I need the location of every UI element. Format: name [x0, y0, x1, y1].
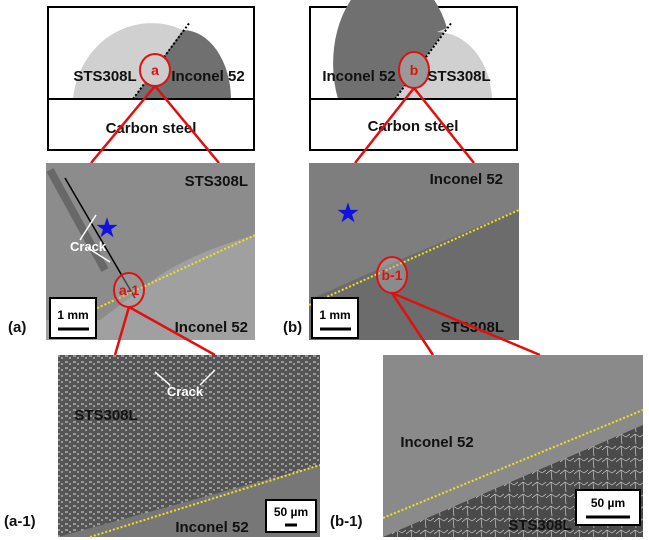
scale-bar: [49, 297, 97, 339]
crack-label: Crack: [167, 384, 204, 399]
schematic-a: a STS308L Inconel 52 Carbon steel: [47, 6, 255, 151]
bottom-material: STS308L: [508, 517, 571, 534]
top-material: Inconel 52: [430, 171, 503, 188]
base-material: Carbon steel: [368, 118, 459, 135]
top-material: STS308L: [185, 173, 248, 190]
fusion-boundary: [308, 209, 520, 306]
schematic-b: b Inconel 52 STS308L Carbon steel: [309, 0, 518, 151]
left-material: Inconel 52: [322, 68, 395, 85]
bottom-material: Inconel 52: [175, 319, 248, 336]
bottom-material: Inconel 52: [175, 519, 248, 536]
crack-line: [64, 177, 136, 299]
micrograph-b: ★ b-1 Inconel 52 STS308L 1 mm (b): [283, 163, 520, 340]
scale-bar: [265, 499, 317, 533]
micrograph-a: ★ Crack a-1 STS308L Inconel 52 1 mm (a): [8, 163, 256, 340]
zoom-connectors: [90, 85, 475, 164]
scale-bar: [311, 297, 359, 339]
left-material: STS308L: [73, 68, 136, 85]
inconel52-weld: [333, 0, 447, 99]
panel-label: (a-1): [4, 513, 36, 530]
sts308l-weld: [73, 23, 183, 100]
top-material: Inconel 52: [400, 434, 473, 451]
scale-label: 50 µm: [274, 505, 308, 519]
crack-label: Crack: [70, 239, 107, 254]
scale-label: 1 mm: [57, 308, 88, 322]
fusion-boundary: [89, 464, 321, 538]
micrograph-a1: Crack STS308L Inconel 52 50 µm (a-1): [4, 355, 321, 538]
star-icon: ★: [337, 200, 359, 227]
panel-label: (a): [8, 319, 26, 336]
scale-label: 50 µm: [591, 496, 625, 510]
right-material: Inconel 52: [171, 68, 244, 85]
marker-label: b: [410, 62, 419, 78]
top-material: STS308L: [74, 407, 137, 424]
micrograph-b1: Inconel 52 STS308L 50 µm (b-1): [330, 355, 644, 537]
base-material: Carbon steel: [106, 120, 197, 137]
panel-label: (b-1): [330, 513, 363, 530]
star-icon: ★: [96, 215, 118, 242]
panel-label: (b): [283, 319, 302, 336]
right-material: STS308L: [427, 68, 490, 85]
zoom-connectors-lower: [113, 291, 541, 357]
scale-bar: [575, 489, 641, 526]
marker-label: a-1: [119, 282, 139, 298]
marker-label: b-1: [382, 267, 403, 283]
arrow-icon: [79, 214, 111, 263]
fusion-boundary: [382, 409, 644, 519]
scale-label: 1 mm: [319, 308, 350, 322]
arrow-icon: [154, 369, 216, 386]
marker-label: a: [151, 62, 159, 78]
